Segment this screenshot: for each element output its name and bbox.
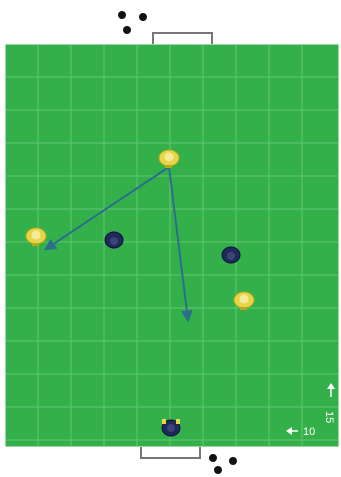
pitch-field (5, 44, 339, 447)
scale-horizontal-label: 10 (303, 426, 315, 438)
ball (139, 13, 147, 21)
ball (118, 11, 126, 19)
navy-goalkeeper (162, 419, 180, 436)
balls-top (118, 11, 147, 34)
navy-player (222, 247, 240, 263)
top-goal (153, 33, 212, 44)
ball (214, 466, 222, 474)
ball (209, 454, 217, 462)
navy-player (105, 232, 123, 248)
bottom-goal (141, 447, 200, 458)
balls-bottom (209, 454, 237, 474)
ball (229, 457, 237, 465)
ball (123, 26, 131, 34)
scale-vertical-label: 15 (323, 411, 335, 423)
